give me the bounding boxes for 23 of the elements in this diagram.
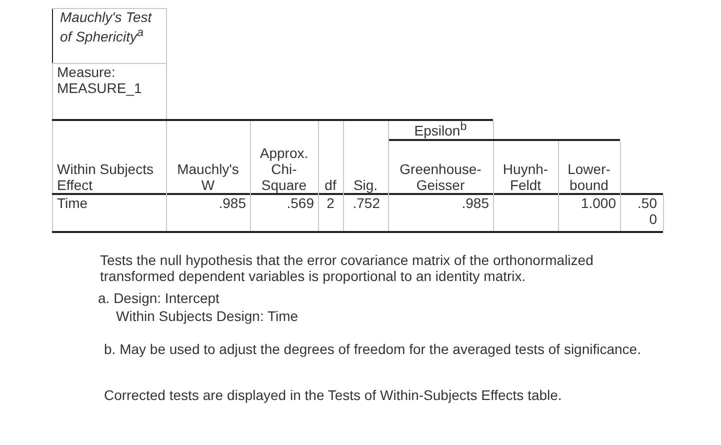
footnote: Tests the null hypothesis that the error covariance matrix of the orthonormalized transformed dependent variables is proportional to an identity matrix.: [100, 252, 594, 284]
data-cell: .752: [352, 195, 380, 211]
column-header: Approx. Chi-Square: [258, 145, 310, 193]
data-cell: 1.000: [580, 195, 616, 211]
column-header: Within Subjects Effect: [57, 161, 154, 193]
column-header: Greenhouse-Geisser: [398, 161, 482, 193]
column-header: Lower-bound: [566, 161, 612, 193]
column-header: Sig.: [353, 177, 378, 193]
data-cell: .569: [286, 195, 314, 211]
column-header: Mauchly's W: [176, 161, 240, 193]
footnote: b. May be used to adjust the degrees of freedom for the averaged tests of significance. Corrected tests are displayed in the Tests of Within-Subjects Effects table.: [104, 340, 642, 405]
column-header: Huynh-Feldt: [502, 161, 550, 193]
footnote: Within Subjects Design: Time: [116, 308, 300, 324]
column-header: df: [324, 177, 336, 193]
table-subtitle: Measure: MEASURE_1: [57, 64, 143, 96]
data-cell-text: .500: [636, 195, 657, 227]
table-title: Mauchly's Test of Sphericity$^{a}$: [60, 9, 153, 45]
column-header: Epsilon$^{b}$: [414, 119, 467, 139]
row-header: Time: [57, 195, 88, 211]
footnote: a. Design: Intercept: [98, 290, 220, 306]
data-cell: 2: [326, 195, 334, 211]
data-cell: .985: [218, 195, 246, 211]
data-cell: .985: [462, 195, 489, 211]
